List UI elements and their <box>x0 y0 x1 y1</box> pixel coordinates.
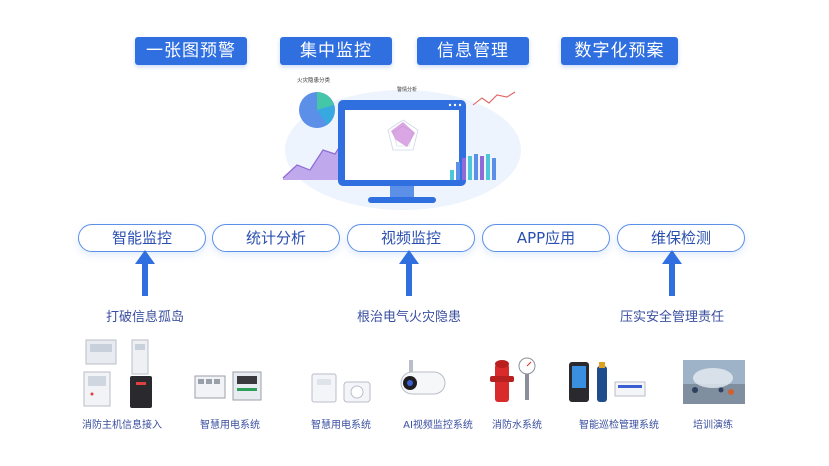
goal-eliminate-electrical-fire: 根治电气火灾隐患 <box>356 310 462 325</box>
ai-camera-icon <box>400 360 446 395</box>
pill-app-application: APP应用 <box>482 224 610 252</box>
tag-centralized-monitoring: 集中监控 <box>280 37 392 65</box>
line-chart-icon <box>472 91 516 106</box>
radar-chart-icon <box>387 119 419 151</box>
goal-break-info-silos: 打破信息孤岛 <box>105 310 185 325</box>
device-label-fire-water: 消防水系统 <box>492 420 542 431</box>
pill-statistical-analysis: 统计分析 <box>212 224 340 252</box>
fire-host-panel-icon <box>83 339 152 408</box>
pill-maintenance-inspection: 维保检测 <box>617 224 745 252</box>
device-label-inspection: 智能巡检管理系统 <box>579 420 659 431</box>
tag-information-management: 信息管理 <box>417 37 529 65</box>
pie-chart-title: 火灾隐患分类 <box>297 76 331 84</box>
area-chart-icon <box>283 135 347 180</box>
pill-smart-monitoring: 智能监控 <box>78 224 206 252</box>
device-label-fire-host: 消防主机信息接入 <box>82 420 162 431</box>
training-photo-icon <box>683 360 745 404</box>
bar-chart-icon <box>450 154 496 180</box>
pie-chart-icon <box>299 92 335 128</box>
fire-hydrant-icon <box>490 357 536 402</box>
pill-video-monitoring: 视频监控 <box>347 224 475 252</box>
device-label-smart-power-1: 智慧用电系统 <box>200 420 260 431</box>
arrow-up-icon <box>662 250 682 296</box>
smart-power-module-icon <box>194 371 262 401</box>
device-label-smart-power-2: 智慧用电系统 <box>311 420 371 431</box>
device-label-training: 培训演练 <box>693 420 733 431</box>
device-label-ai-video: AI视频监控系统 <box>403 420 473 431</box>
arrow-up-icon <box>135 250 155 296</box>
tag-one-map-warning: 一张图预警 <box>135 37 247 65</box>
goal-consolidate-responsibility: 压实安全管理责任 <box>619 310 725 325</box>
tag-digital-plan: 数字化预案 <box>561 37 678 65</box>
radar-chart-title: 警情分析 <box>397 86 417 93</box>
inspection-device-icon <box>569 362 646 402</box>
smart-power-sensor-icon <box>311 373 371 403</box>
dashboard-illustration: 火灾隐患分类 警情分析 <box>282 76 521 210</box>
arrow-up-icon <box>399 250 419 296</box>
